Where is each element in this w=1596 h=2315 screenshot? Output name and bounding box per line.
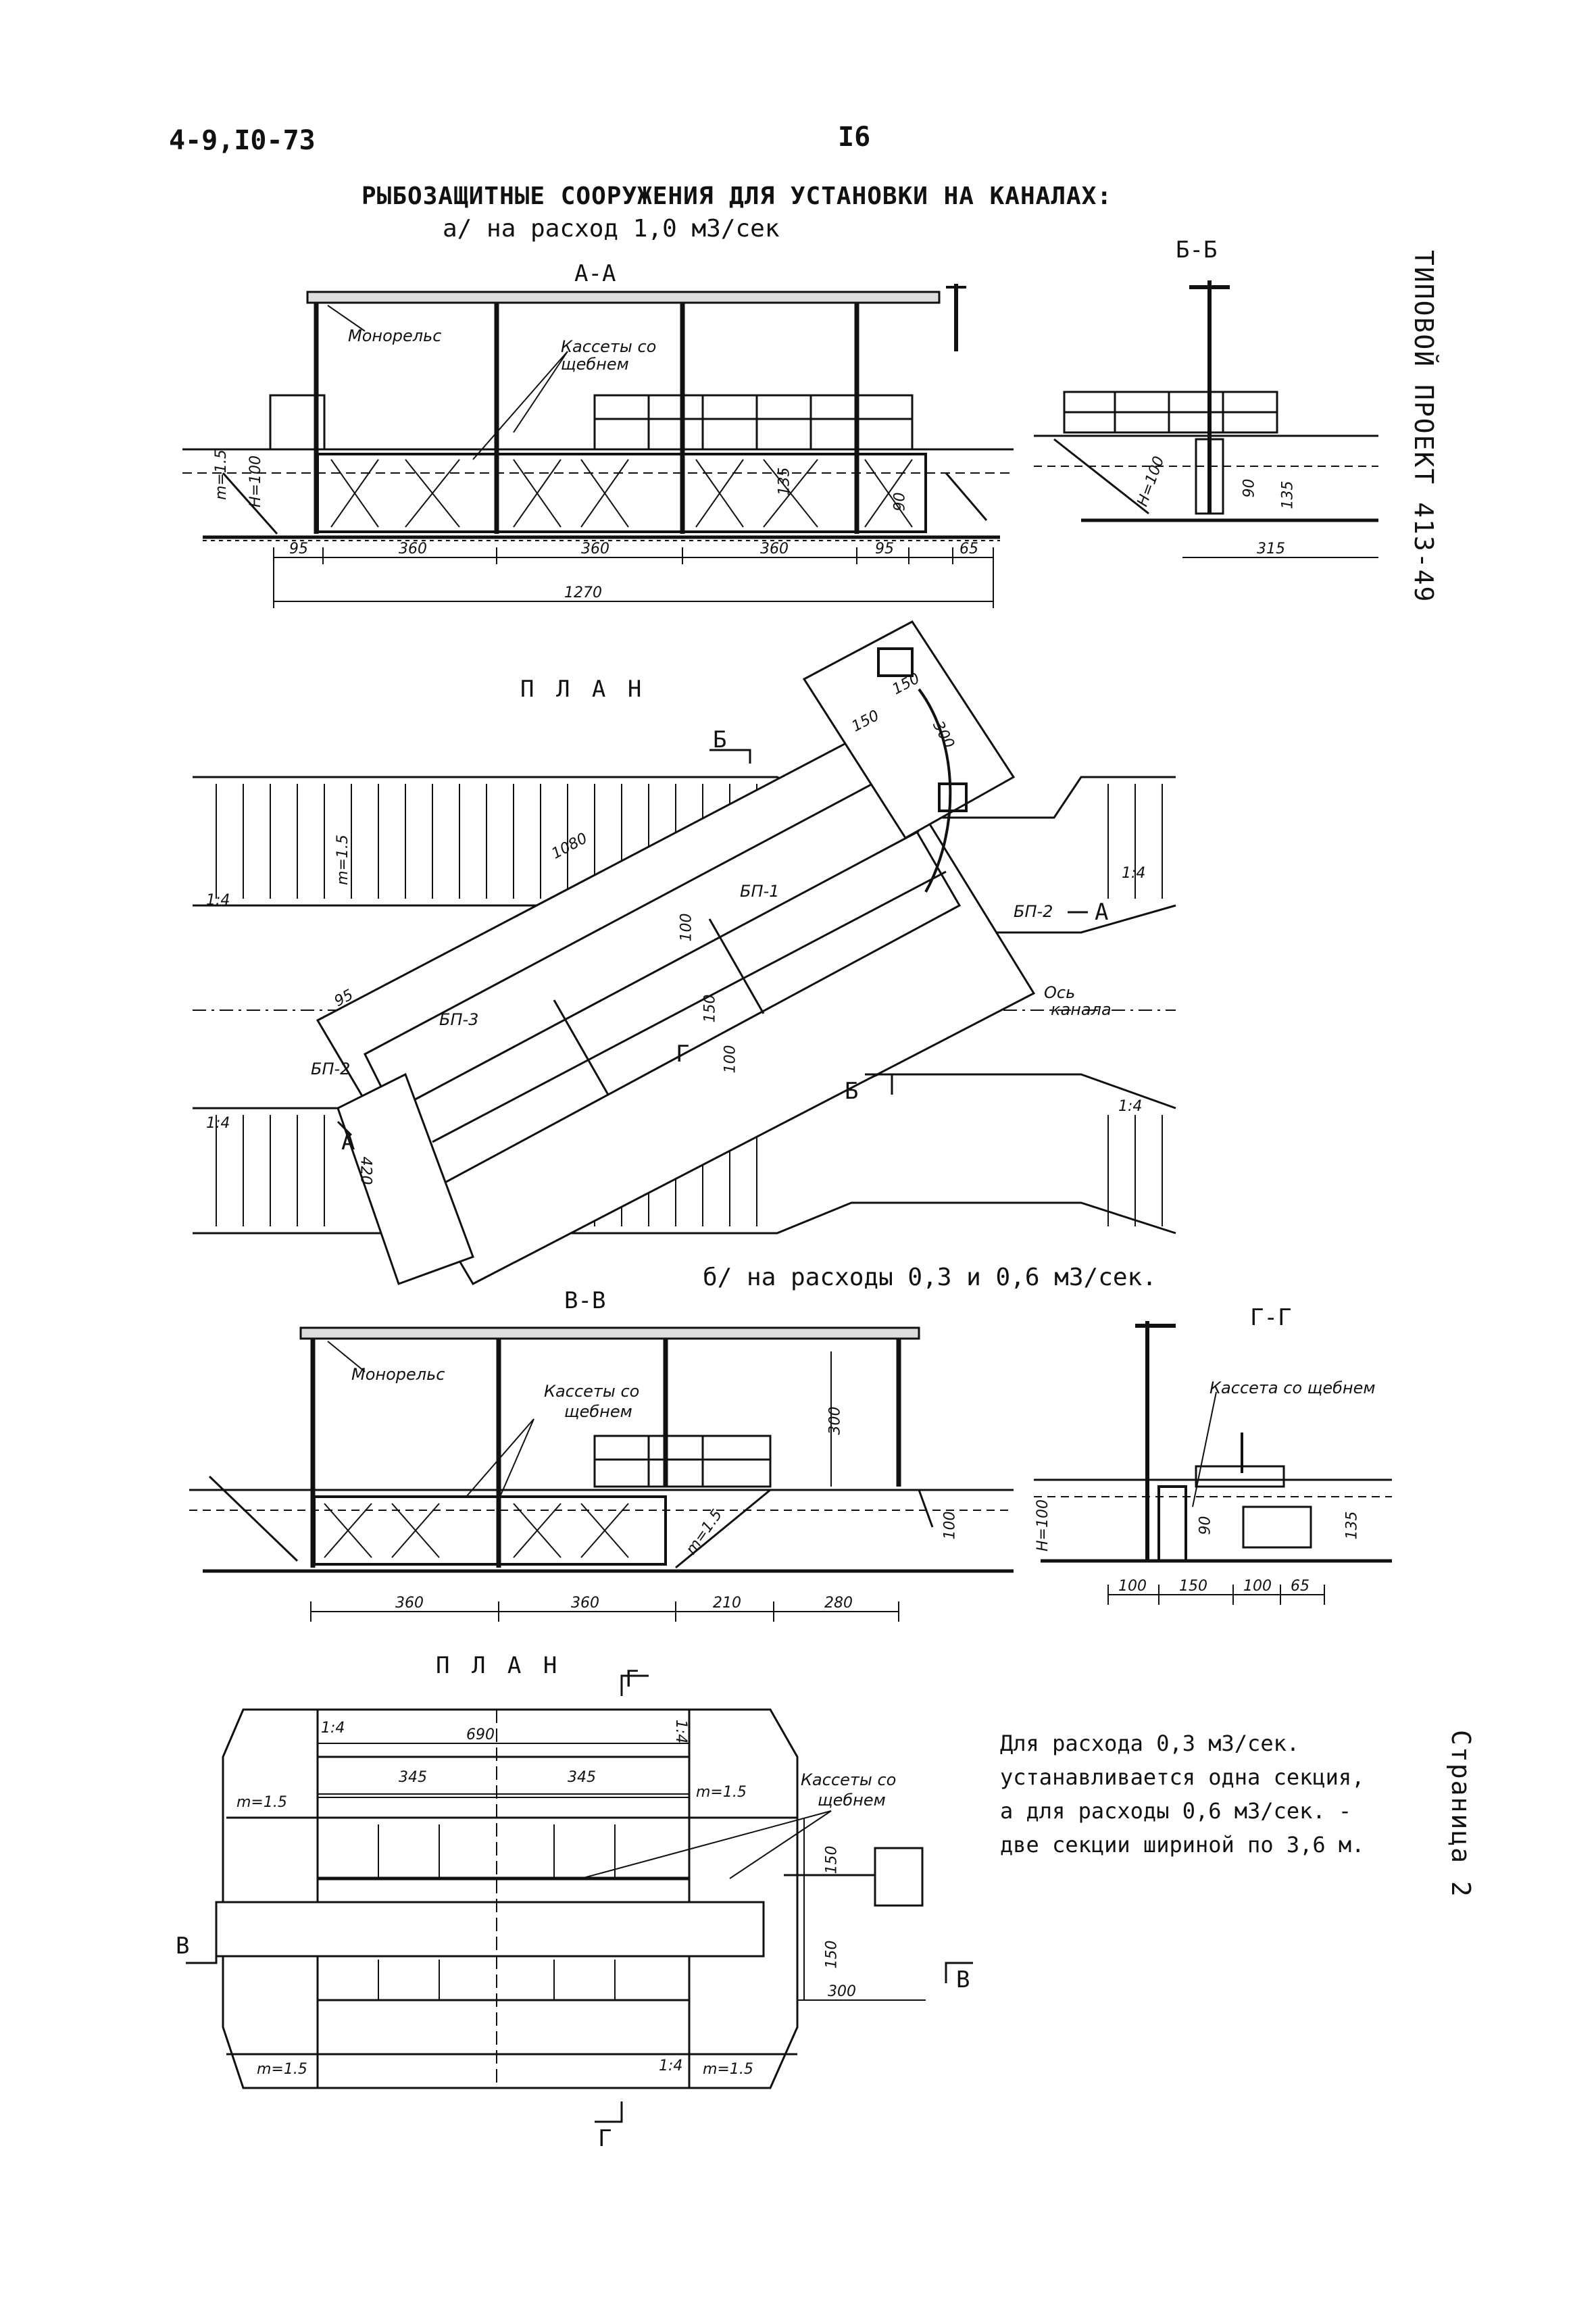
page-label: Страница 2 <box>1446 1730 1476 1898</box>
plan-b-side-dim-1: 150 <box>823 1845 841 1874</box>
plan-a-dim-300: 300 <box>929 718 957 751</box>
axis-label-2: канала <box>1051 1000 1112 1019</box>
section-g-title: Г-Г <box>1250 1304 1292 1331</box>
dim-a-6: 65 <box>959 541 978 557</box>
height-dim-v1: 300 <box>826 1406 844 1435</box>
section-v-title: В-В <box>564 1287 606 1314</box>
mark-a-right: А <box>1095 899 1109 926</box>
height-dim-b1: 90 <box>1241 478 1258 498</box>
slope-label-v: m=1.5 <box>682 1506 726 1558</box>
plan-a-dim-420: 420 <box>357 1156 374 1185</box>
monorail-label-a: Монорельс <box>348 326 442 345</box>
plan-a-dim-150a: 150 <box>701 994 719 1023</box>
page-number: I6 <box>838 122 871 153</box>
block-bp1: БП-1 <box>740 882 780 901</box>
plan-b-half-1: 345 <box>399 1769 427 1786</box>
height-dim-g2: 135 <box>1343 1511 1361 1540</box>
depth-label-g: H=100 <box>1034 1499 1051 1551</box>
height-dim-v2: 100 <box>941 1511 959 1540</box>
project-label: ТИПОВОЙ ПРОЕКТ 413-49 <box>1409 250 1439 603</box>
dim-a-total: 1270 <box>564 584 602 601</box>
plan-b-bank-2: 1:4 <box>672 1719 690 1744</box>
plan-a-slope: m=1.5 <box>334 835 351 885</box>
dim-g-4: 65 <box>1291 1578 1310 1595</box>
dim-a-4: 360 <box>760 541 789 557</box>
slope-label-a: m=1.5 <box>212 449 230 500</box>
plan-a-dim-100b: 100 <box>722 1045 739 1074</box>
mark-b-top: Б <box>713 726 727 753</box>
cassettes-label-v2: щебнем <box>564 1402 632 1421</box>
block-bp3: БП-3 <box>439 1010 479 1029</box>
dim-v-3: 210 <box>713 1595 741 1612</box>
flow-note: Для расхода 0,3 м3/сек. устанавливается … <box>1000 1731 1365 1858</box>
cassette-label-g: Кассета со щебнем <box>1210 1378 1376 1397</box>
plan-a-bank-4: 1:4 <box>1118 1098 1143 1115</box>
plan-b-mark-v-left: В <box>176 1933 190 1960</box>
plan-b-side-dim-2: 150 <box>823 1940 841 1969</box>
plan-a-title: П Л А Н <box>520 676 646 703</box>
plan-b-slope-4: m=1.5 <box>703 2061 753 2078</box>
plan-b-side-dim-3: 300 <box>828 1983 856 2000</box>
plan-b-bank-3: 1:4 <box>659 2058 683 2074</box>
plan-a-dim-150c: 150 <box>849 707 882 736</box>
depth-label-a: H=100 <box>247 455 264 507</box>
height-dim-a2: 90 <box>891 492 909 512</box>
plan-b-mark-g-top: Г <box>625 1666 639 1693</box>
dim-a-1: 95 <box>289 541 308 557</box>
block-bp2-right: БП-2 <box>1014 902 1053 921</box>
cassettes-label-v1: Кассеты со <box>544 1382 640 1401</box>
document-code: 4-9,I0-73 <box>169 125 316 156</box>
plan-b-half-2: 345 <box>568 1769 596 1786</box>
plan-b-slope-3: m=1.5 <box>257 2061 307 2078</box>
dim-v-4: 280 <box>824 1595 853 1612</box>
plan-a-bank-2: 1:4 <box>1122 865 1146 882</box>
plan-b-title: П Л А Н <box>436 1652 562 1679</box>
mark-b-bottom: Б <box>845 1078 859 1105</box>
cassettes-label-a: Кассеты со щебнем <box>561 337 657 374</box>
dim-b-width: 315 <box>1257 541 1285 557</box>
dim-v-2: 360 <box>571 1595 599 1612</box>
section-a-title: А-А <box>574 260 616 287</box>
plan-a-bank-3: 1:4 <box>206 1115 230 1132</box>
axis-label-1: Ось <box>1044 983 1076 1002</box>
plan-b-mark-v-right: В <box>956 1966 970 1993</box>
plan-a-dim-150b: 150 <box>889 670 923 699</box>
mark-g-plan: Г <box>676 1041 690 1068</box>
dim-g-3: 100 <box>1243 1578 1272 1595</box>
dim-v-1: 360 <box>395 1595 424 1612</box>
plan-a-dim-100a: 100 <box>678 913 695 942</box>
plan-b-bank-1: 1:4 <box>321 1720 345 1737</box>
dim-a-3: 360 <box>581 541 609 557</box>
dim-a-2: 360 <box>399 541 427 557</box>
mark-a-left: А <box>341 1128 355 1155</box>
plan-b-slope-1: m=1.5 <box>236 1794 287 1811</box>
dim-a-5: 95 <box>875 541 894 557</box>
variant-a-caption: а/ на расход 1,0 м3/сек <box>443 215 780 243</box>
plan-b-total: 690 <box>466 1726 495 1743</box>
height-dim-a1: 135 <box>776 467 793 496</box>
depth-label-b: H=100 <box>1134 454 1168 509</box>
plan-a-dim-length: 1080 <box>549 830 591 863</box>
section-b-title: Б-Б <box>1176 237 1218 264</box>
variant-b-caption: б/ на расходы 0,3 и 0,6 м3/сек. <box>703 1264 1157 1291</box>
height-dim-g1: 90 <box>1197 1516 1214 1535</box>
plan-b-slope-2: m=1.5 <box>696 1784 747 1801</box>
dim-g-2: 150 <box>1179 1578 1207 1595</box>
dim-g-1: 100 <box>1118 1578 1147 1595</box>
height-dim-b2: 135 <box>1279 480 1297 509</box>
plan-b-mark-g-bottom: Г <box>598 2125 612 2152</box>
plan-b-cassettes-2: щебнем <box>818 1791 886 1810</box>
block-bp2-left: БП-2 <box>311 1060 351 1078</box>
plan-a-dim-95: 95 <box>331 986 357 1011</box>
monorail-label-v: Монорельс <box>351 1365 445 1384</box>
plan-b-cassettes-1: Кассеты со <box>801 1770 897 1789</box>
plan-a-bank-1: 1:4 <box>206 892 230 909</box>
document-title: РЫБОЗАЩИТНЫЕ СООРУЖЕНИЯ ДЛЯ УСТАНОВКИ НА… <box>361 182 1113 210</box>
